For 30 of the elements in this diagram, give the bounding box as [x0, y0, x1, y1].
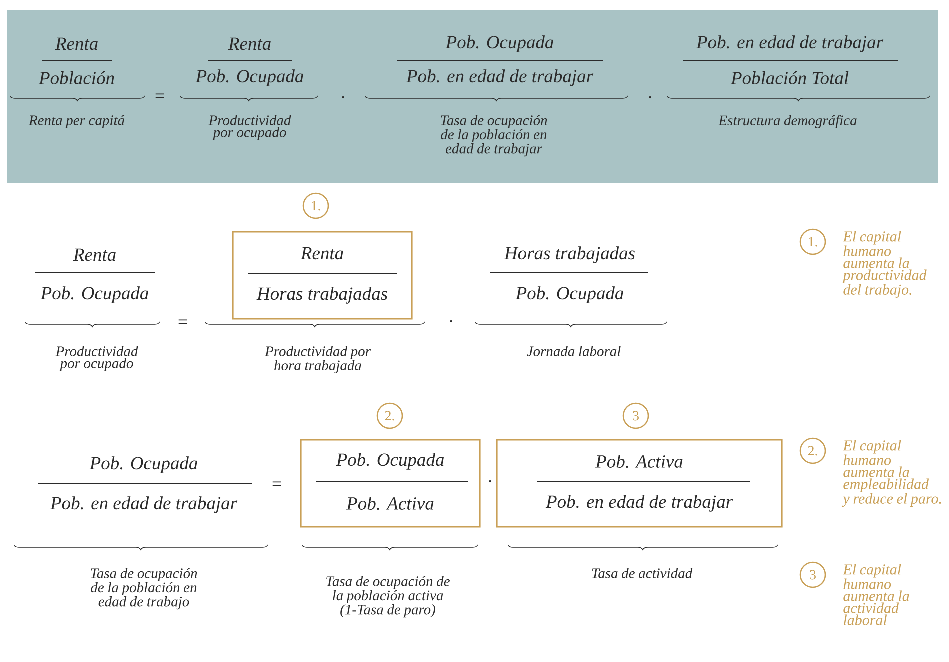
brace-caption: Productividad por hora trabajada — [264, 346, 371, 374]
brace-caption: Tasa de ocupación de la población activa (1-Tasa de paro) — [326, 576, 450, 618]
fraction: Pob. en edad de trabajar Población Total — [682, 36, 898, 85]
note-text: El capital humano aumenta la productividad del trabajo. — [842, 231, 927, 298]
operator: · — [450, 320, 452, 323]
operator: · — [489, 480, 492, 483]
operator: · — [649, 96, 652, 99]
fraction-box: Renta Horas trabajadas — [232, 231, 413, 320]
operator: = — [156, 94, 164, 98]
operator: = — [178, 320, 188, 324]
fraction: Pob. Ocupada Pob. en edad de trabajar — [396, 36, 604, 86]
brace-caption: Estructura demográfica — [718, 115, 857, 128]
fraction: Renta Población — [38, 38, 114, 85]
brace-caption: Jornada laboral — [527, 346, 621, 356]
note-text: El capital humano aumenta la actividad laboral — [843, 564, 910, 626]
operator: = — [272, 482, 282, 486]
brace-caption: Productividad por ocupado — [56, 346, 138, 372]
fraction-box: Pob. Activa Pob. en edad de trabajar — [496, 439, 783, 528]
brace-caption: Renta per capitá — [28, 115, 125, 128]
fraction: Horas trabajadas Pob. Ocupada — [490, 246, 648, 304]
fraction: Renta Pob. Ocupada — [34, 248, 156, 304]
fraction-box: Pob. Ocupada Pob. Activa — [300, 439, 481, 528]
operator: · — [342, 96, 344, 99]
fraction: Renta Pob. Ocupada — [196, 38, 304, 86]
brace-caption: Tasa de ocupación de la población en edad de trabajo — [91, 568, 198, 610]
note-text: El capital humano aumenta la empleabilidad y reduce el paro. — [842, 440, 942, 508]
fraction: Pob. Ocupada Pob. en edad de trabajar — [38, 456, 252, 514]
brace-caption: Tasa de ocupación de la población en edad de trabajar — [441, 115, 548, 157]
brace-caption: Tasa de actividad — [592, 568, 693, 578]
brace-caption: Productividad por ocupado — [208, 115, 292, 140]
